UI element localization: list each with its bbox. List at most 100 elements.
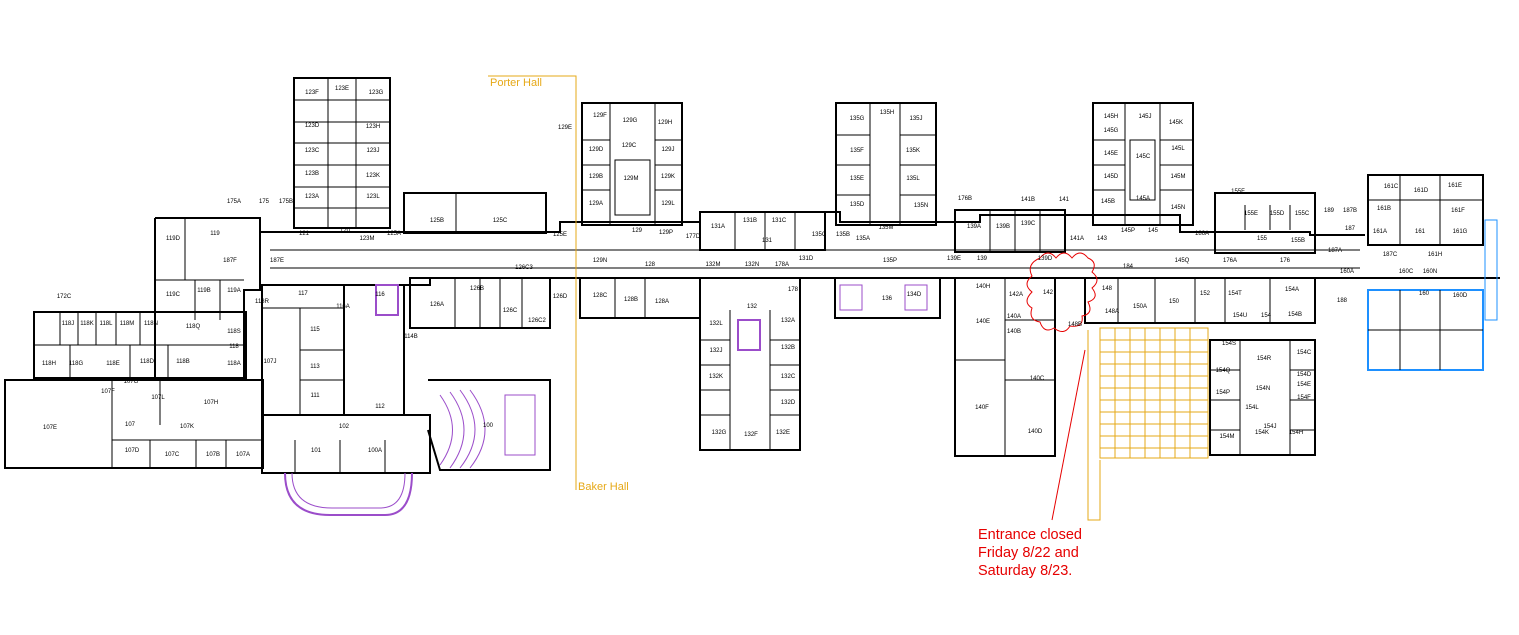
room-label-155f: 155F	[1231, 189, 1245, 195]
room-label-135b: 135B	[836, 232, 850, 238]
room-label-150a: 150A	[1133, 304, 1147, 310]
room-label-161: 161	[1415, 229, 1426, 235]
room-label-118j: 118J	[62, 321, 75, 327]
room-label-175b: 175B	[279, 199, 293, 205]
room-label-126c3: 126C3	[515, 265, 533, 271]
room-label-187b: 187B	[1343, 208, 1357, 214]
room-label-129j: 129J	[661, 147, 674, 153]
room-label-116: 116	[375, 292, 385, 298]
room-label-132: 132	[747, 304, 758, 310]
room-label-131a: 131A	[711, 224, 725, 230]
room-label-142: 142	[1043, 290, 1054, 296]
room-label-129a: 129A	[589, 201, 603, 207]
room-label-132d: 132D	[781, 400, 796, 406]
room-label-184: 184	[1123, 264, 1134, 270]
room-label-139c: 139C	[1021, 221, 1036, 227]
room-labels: 123F 123E 123G 123D 123H 123C 123J 123B …	[42, 86, 1468, 458]
room-label-140c: 140C	[1030, 376, 1045, 382]
room-label-114b: 114B	[404, 334, 418, 340]
room-label-102: 102	[339, 424, 350, 430]
room-label-145a: 145A	[1136, 196, 1150, 202]
room-label-160a: 160A	[1340, 269, 1354, 275]
room-label-161c: 161C	[1384, 184, 1399, 190]
block-126	[375, 277, 551, 329]
room-label-123g: 123G	[369, 90, 384, 96]
room-label-131: 131	[762, 238, 773, 244]
room-label-139b: 139B	[996, 224, 1010, 230]
room-label-119a: 119A	[227, 288, 241, 294]
room-label-145: 145	[1148, 228, 1159, 234]
room-label-155: 155	[1257, 236, 1268, 242]
room-label-118l: 118L	[100, 321, 114, 327]
entrance-102	[261, 414, 431, 516]
room-label-123a: 123A	[305, 194, 319, 200]
room-label-155d: 155D	[1270, 211, 1285, 217]
room-label-141: 141	[1059, 197, 1070, 203]
room-label-123f: 123F	[305, 90, 319, 96]
room-label-129f: 129F	[593, 113, 607, 119]
wing-154	[1209, 339, 1316, 456]
room-label-154l: 154L	[1245, 405, 1259, 411]
room-label-126c: 126C	[503, 308, 518, 314]
room-label-154s: 154S	[1222, 341, 1236, 347]
room-label-189: 189	[1324, 208, 1335, 214]
room-label-135m: 135M	[878, 225, 893, 231]
room-label-154c: 154C	[1297, 350, 1312, 356]
room-label-125a: 125A	[387, 231, 401, 237]
room-label-172c: 172C	[57, 294, 72, 300]
room-label-145n: 145N	[1171, 205, 1185, 211]
room-label-188: 188	[1337, 298, 1348, 304]
room-label-107g: 107G	[124, 379, 139, 385]
room-label-154b: 154B	[1288, 312, 1302, 318]
room-label-154k: 154K	[1255, 430, 1269, 436]
closure-notice: Entrance closed Friday 8/22 and Saturday…	[978, 526, 1082, 580]
room-label-129m: 129M	[623, 176, 638, 182]
block-117	[261, 284, 405, 416]
block-150	[1084, 277, 1316, 324]
room-label-131c: 131C	[772, 218, 787, 224]
room-label-129g: 129G	[623, 118, 638, 124]
room-label-145l: 145L	[1171, 146, 1185, 152]
room-label-142a: 142A	[1009, 292, 1023, 298]
room-label-129b: 129B	[589, 174, 603, 180]
block-155	[1214, 192, 1316, 254]
block-139	[954, 209, 1066, 253]
room-label-177d: 177D	[686, 234, 701, 240]
room-label-161g: 161G	[1453, 229, 1468, 235]
room-label-139e: 139E	[947, 256, 961, 262]
room-label-140b: 140B	[1007, 329, 1021, 335]
room-label-135g: 135G	[850, 116, 865, 122]
wing-145	[1092, 102, 1194, 226]
room-label-175a: 175A	[227, 199, 241, 205]
room-label-120: 120	[340, 228, 351, 234]
room-label-107d: 107D	[125, 448, 140, 454]
room-label-143: 143	[1097, 236, 1108, 242]
room-label-118: 118	[229, 344, 239, 350]
room-label-118b: 118B	[176, 359, 190, 365]
room-label-101: 101	[311, 448, 322, 454]
room-label-139: 139	[977, 256, 988, 262]
room-label-154h: 154H	[1289, 430, 1303, 436]
room-label-131d: 131D	[799, 256, 814, 262]
room-label-107a: 107A	[236, 452, 250, 458]
room-label-125b: 125B	[430, 218, 444, 224]
block-125	[403, 192, 547, 234]
room-label-150: 150	[1169, 299, 1180, 305]
room-label-176a: 176A	[1223, 258, 1237, 264]
room-label-154: 154	[1261, 313, 1272, 319]
room-label-178: 178	[788, 287, 799, 293]
closure-notice-line-2: Friday 8/22 and	[978, 545, 1079, 561]
room-label-145k: 145K	[1169, 120, 1183, 126]
block-136	[834, 277, 941, 319]
room-label-117: 117	[298, 291, 308, 297]
room-label-135k: 135K	[906, 148, 920, 154]
room-label-141a: 141A	[1070, 236, 1084, 242]
room-label-154f: 154F	[1297, 395, 1311, 401]
room-label-119: 119	[210, 231, 220, 237]
room-label-107: 107	[125, 422, 136, 428]
room-label-148a: 148A	[1105, 309, 1119, 315]
room-label-187c: 187C	[1383, 252, 1398, 258]
room-label-118s: 118S	[227, 329, 241, 335]
room-label-129: 129	[632, 228, 643, 234]
room-label-135j: 135J	[909, 116, 922, 122]
